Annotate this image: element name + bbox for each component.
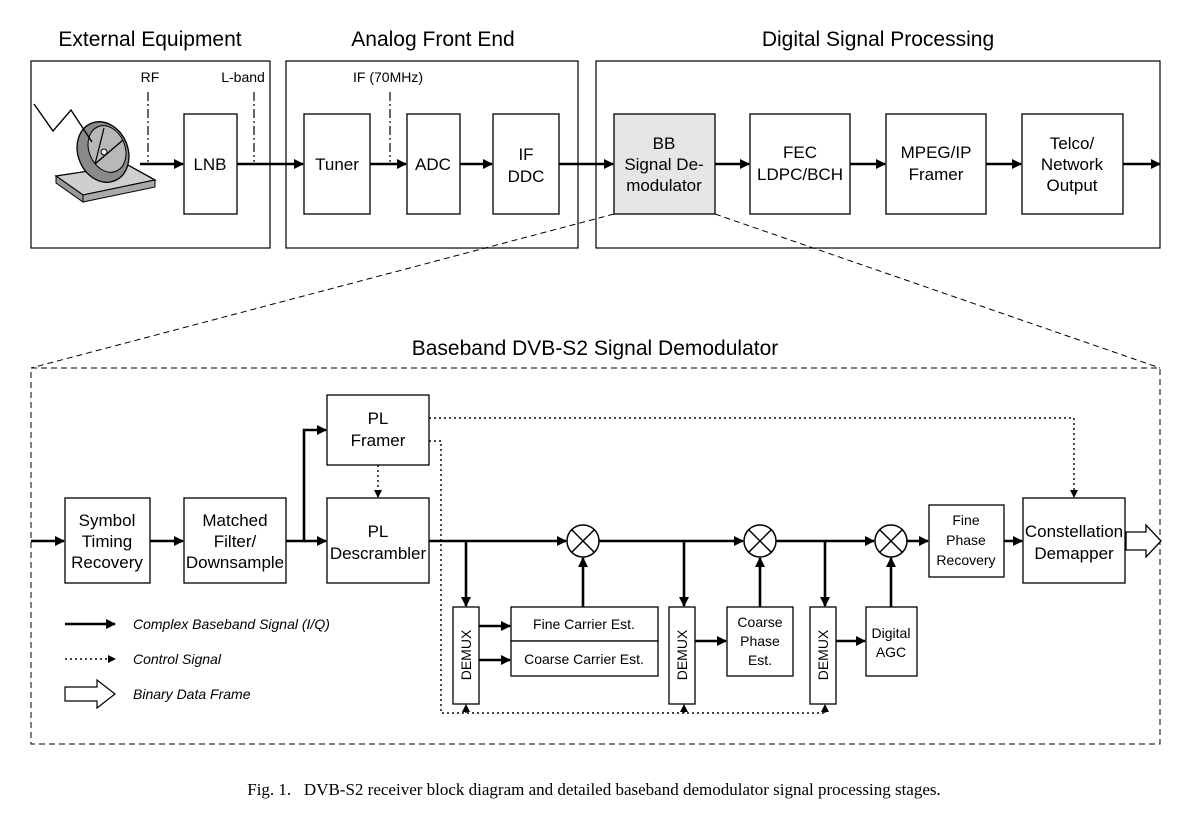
- pl-framer-label-2: Framer: [351, 431, 406, 450]
- matched-filter-block: [183, 497, 287, 584]
- tuner-label: Tuner: [315, 155, 359, 174]
- mpeg-label-1: MPEG/IP: [901, 143, 972, 162]
- adc-block: [406, 113, 461, 215]
- agc-label-2: AGC: [876, 644, 906, 660]
- group-baseband-demodulator: [30, 367, 1161, 745]
- fec-block: [749, 113, 851, 215]
- constellation-label-2: Demapper: [1034, 544, 1114, 563]
- if-ddc-label-2: DDC: [508, 167, 545, 186]
- digital-agc-block: [865, 606, 918, 677]
- pl-framer-label-1: PL: [368, 409, 389, 428]
- bb-label-2: Signal De-: [624, 155, 703, 174]
- telco-output-block: [1021, 113, 1124, 215]
- bb-label-3: modulator: [626, 176, 702, 195]
- section-title-digital: Digital Signal Processing: [762, 28, 994, 51]
- multiplier-icon-1: [566, 524, 600, 558]
- demux-label-2: DEMUX: [674, 629, 690, 680]
- adc-label: ADC: [415, 155, 451, 174]
- symbol-label-1: Symbol: [79, 511, 136, 530]
- section-title-baseband: Baseband DVB-S2 Signal Demodulator: [412, 337, 779, 360]
- lband-label: L-band: [221, 69, 265, 85]
- mpeg-framer-block: [885, 113, 987, 215]
- section-title-external: External Equipment: [58, 28, 241, 51]
- coarse-phase-label-2: Phase: [740, 633, 780, 649]
- legend: Complex Baseband Signal (I/Q) Control Si…: [64, 616, 330, 710]
- pl-descr-label-1: PL: [368, 522, 389, 541]
- bb-label-1: BB: [653, 134, 676, 153]
- coarse-carrier-est-block: [510, 640, 659, 677]
- figure-caption: Fig. 1. DVB-S2 receiver block diagram an…: [247, 780, 941, 799]
- pl-descrambler-block: [326, 497, 430, 584]
- rf-label: RF: [141, 69, 160, 85]
- matched-label-2: Filter/: [214, 532, 257, 551]
- if-ddc-label-1: IF: [518, 145, 533, 164]
- if-ddc-block: [492, 113, 560, 215]
- constellation-label-1: Constellation: [1025, 522, 1123, 541]
- demux-label-1: DEMUX: [458, 629, 474, 680]
- fine-phase-label-2: Phase: [946, 532, 986, 548]
- legend-binary-label: Binary Data Frame: [133, 686, 251, 702]
- coarse-phase-label-1: Coarse: [737, 614, 782, 630]
- demux-block-2: [668, 606, 696, 705]
- control-signal-lines: [374, 417, 1078, 714]
- tuner-block: [303, 113, 371, 215]
- if-label: IF (70MHz): [353, 69, 423, 85]
- binary-output-arrow: [1125, 523, 1162, 559]
- fine-carrier-est-block: [510, 606, 659, 642]
- telco-label-1: Telco/: [1050, 134, 1095, 153]
- constellation-demapper-block: [1022, 497, 1126, 584]
- matched-label-1: Matched: [202, 511, 267, 530]
- pl-descr-label-2: Descrambler: [330, 544, 427, 563]
- coarse-phase-label-3: Est.: [748, 652, 772, 668]
- legend-control-label: Control Signal: [133, 651, 222, 667]
- lnb-label: LNB: [193, 155, 226, 174]
- symbol-timing-block: [64, 497, 151, 584]
- zoom-line-left: [30, 213, 615, 369]
- matched-label-3: Downsample: [186, 553, 284, 572]
- coarse-phase-est-block: [726, 606, 794, 677]
- agc-label-1: Digital: [872, 625, 911, 641]
- fine-phase-label-1: Fine: [952, 512, 979, 528]
- telco-label-2: Network: [1041, 155, 1104, 174]
- fine-phase-label-3: Recovery: [936, 552, 995, 568]
- fec-label-1: FEC: [783, 143, 817, 162]
- fec-label-2: LDPC/BCH: [757, 165, 843, 184]
- bb-demodulator-block: [613, 113, 716, 215]
- satellite-dish-icon: [33, 103, 157, 203]
- telco-label-3: Output: [1046, 176, 1097, 195]
- symbol-label-3: Recovery: [71, 553, 143, 572]
- pl-framer-block: [326, 394, 430, 466]
- section-title-analog: Analog Front End: [351, 28, 514, 51]
- multiplier-icon-2: [743, 524, 777, 558]
- symbol-label-2: Timing: [82, 532, 132, 551]
- baseband-signal-arrows: [31, 425, 1023, 665]
- multiplier-icon-3: [874, 524, 908, 558]
- zoom-line-right: [714, 213, 1161, 369]
- coarse-carrier-label: Coarse Carrier Est.: [524, 651, 644, 667]
- legend-complex-label: Complex Baseband Signal (I/Q): [133, 616, 330, 632]
- demux-label-3: DEMUX: [815, 629, 831, 680]
- mpeg-label-2: Framer: [909, 165, 964, 184]
- fine-carrier-label: Fine Carrier Est.: [533, 616, 635, 632]
